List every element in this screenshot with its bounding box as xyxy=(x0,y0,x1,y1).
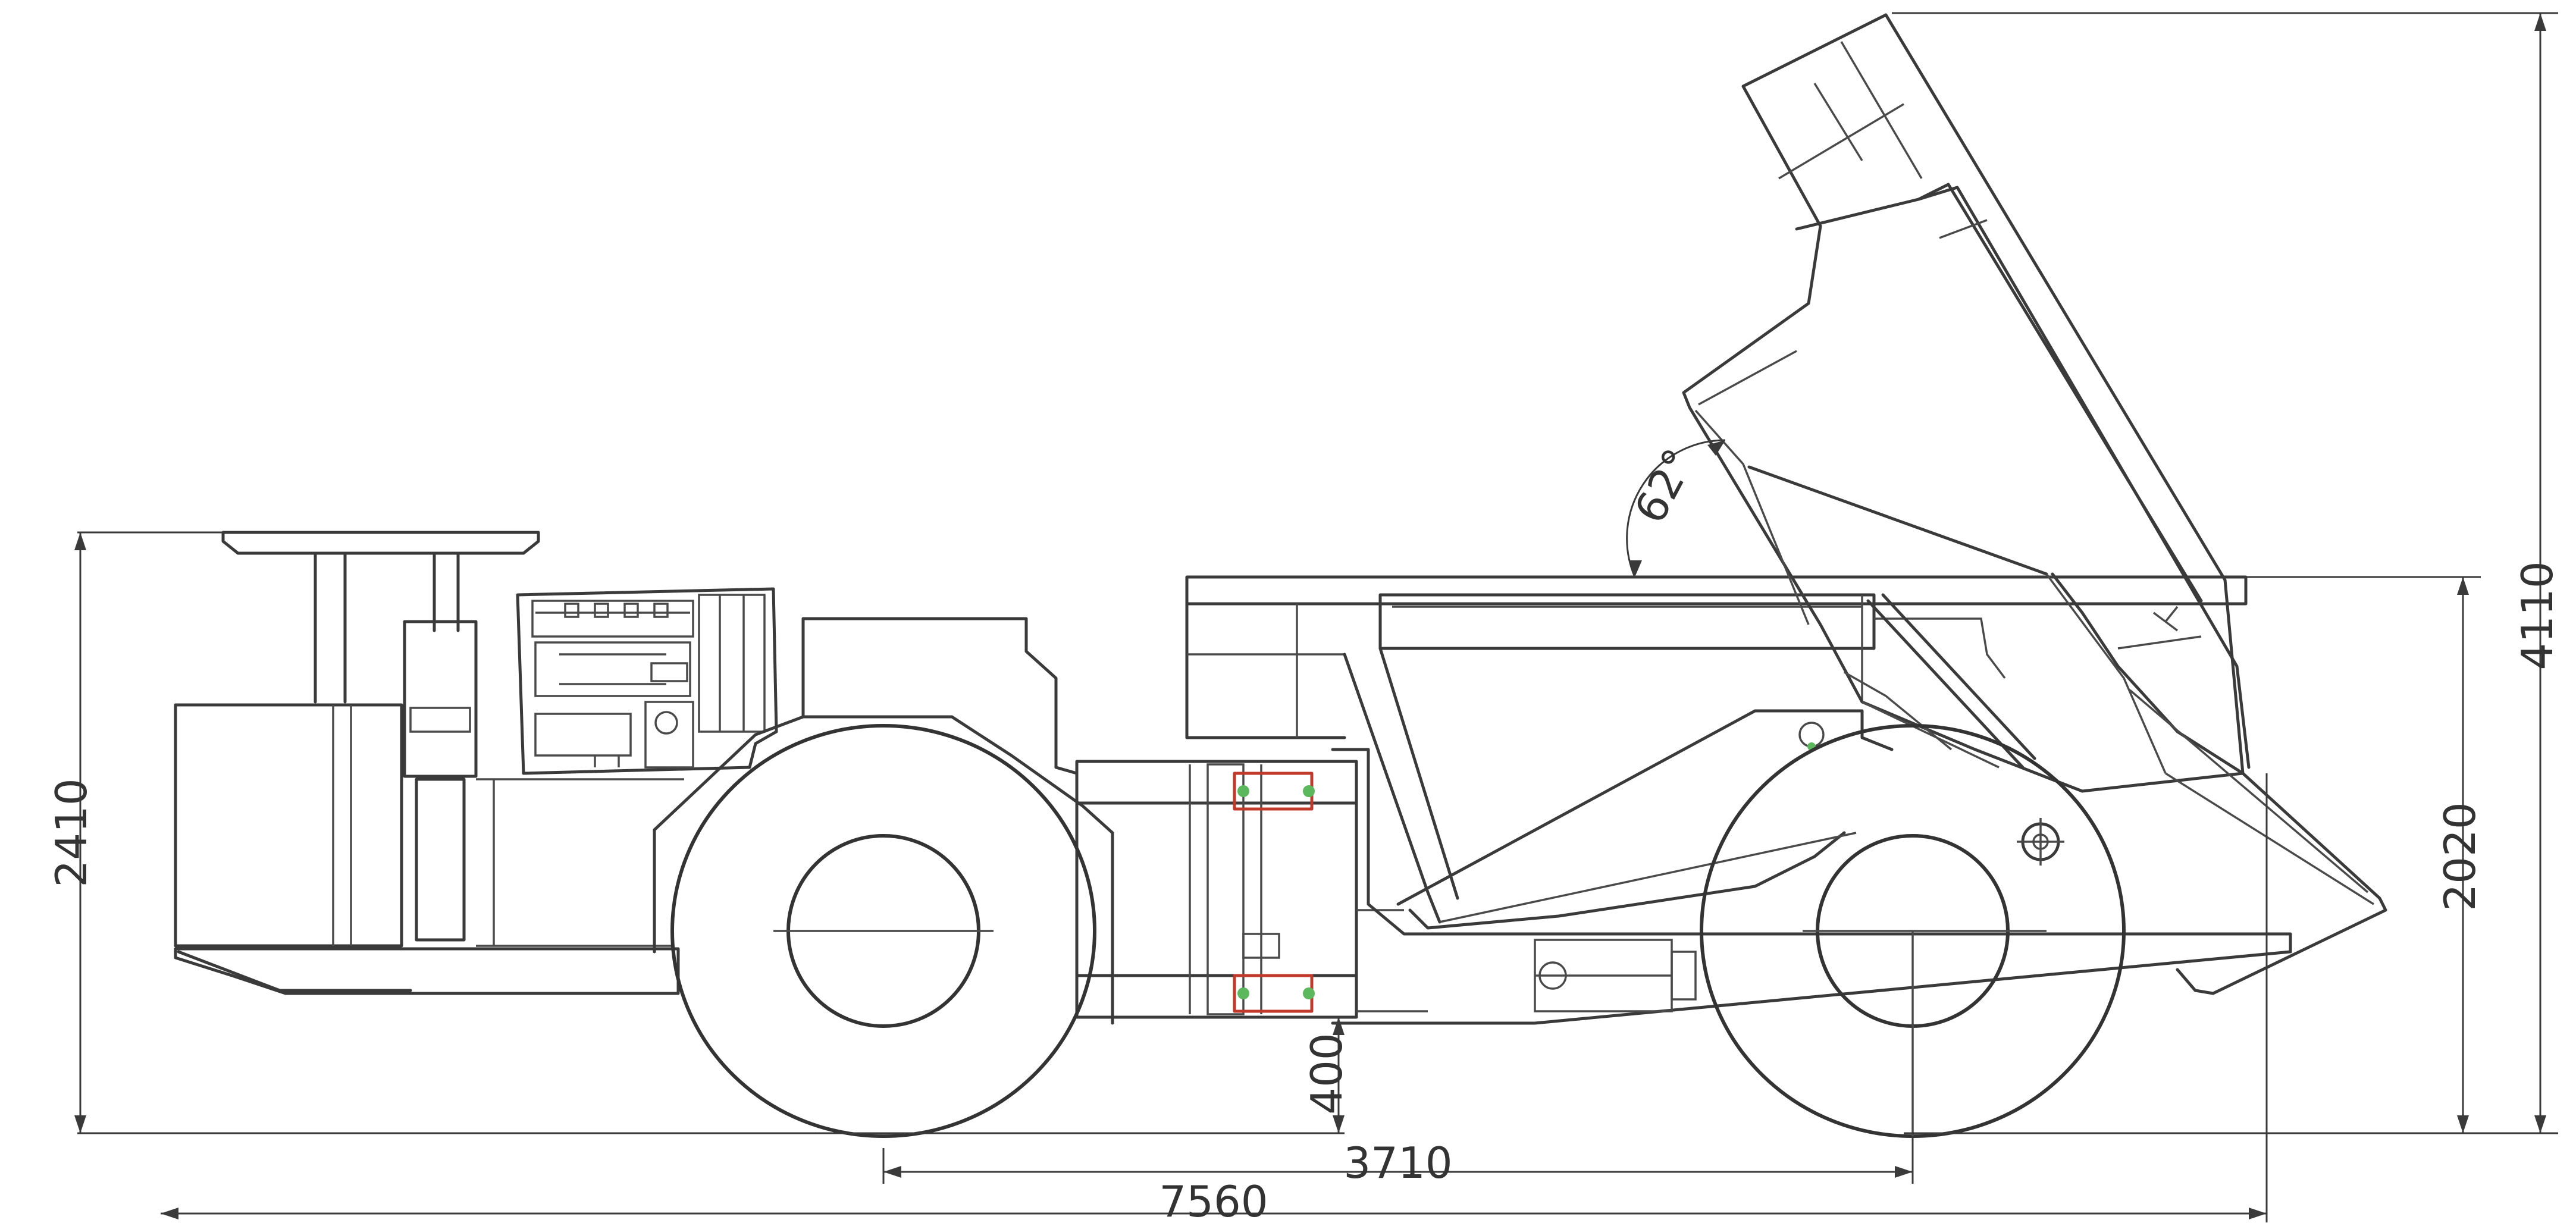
tip-angle-indicator xyxy=(1582,439,1779,578)
dimension-label-7560: 7560 xyxy=(1159,1177,1268,1226)
cab-canopy xyxy=(221,531,540,704)
engine xyxy=(516,587,778,775)
dimension-2020 xyxy=(2243,576,2481,1133)
dump-body-tipped xyxy=(1682,13,2387,995)
cab-body xyxy=(174,620,684,948)
dimension-7560 xyxy=(161,773,2268,1222)
dimension-4110 xyxy=(1892,12,2558,1134)
articulation-joint xyxy=(1075,760,1428,1019)
rear-hub-marker xyxy=(2017,818,2064,866)
dimension-label-2020: 2020 xyxy=(2435,802,2485,911)
dimension-label-400: 400 xyxy=(1302,1033,1352,1114)
dimension-label-2410: 2410 xyxy=(46,778,96,887)
dimension-label-3710: 3710 xyxy=(1343,1138,1452,1188)
dump-body-lowered xyxy=(1185,575,2248,924)
tip-angle-label: 62° xyxy=(1625,441,1704,531)
rear-frame xyxy=(1331,709,2292,1025)
dimension-label-4110: 4110 xyxy=(2512,561,2562,670)
front-fender xyxy=(653,715,1114,1025)
dimension-2410 xyxy=(74,531,1345,1134)
dimension-400 xyxy=(1333,1017,1345,1133)
hoist-cylinder xyxy=(1798,593,2036,769)
front-wheel xyxy=(670,724,1096,1138)
rear-wheel xyxy=(1700,724,2126,1138)
dimension-3710 xyxy=(882,1136,1914,1184)
